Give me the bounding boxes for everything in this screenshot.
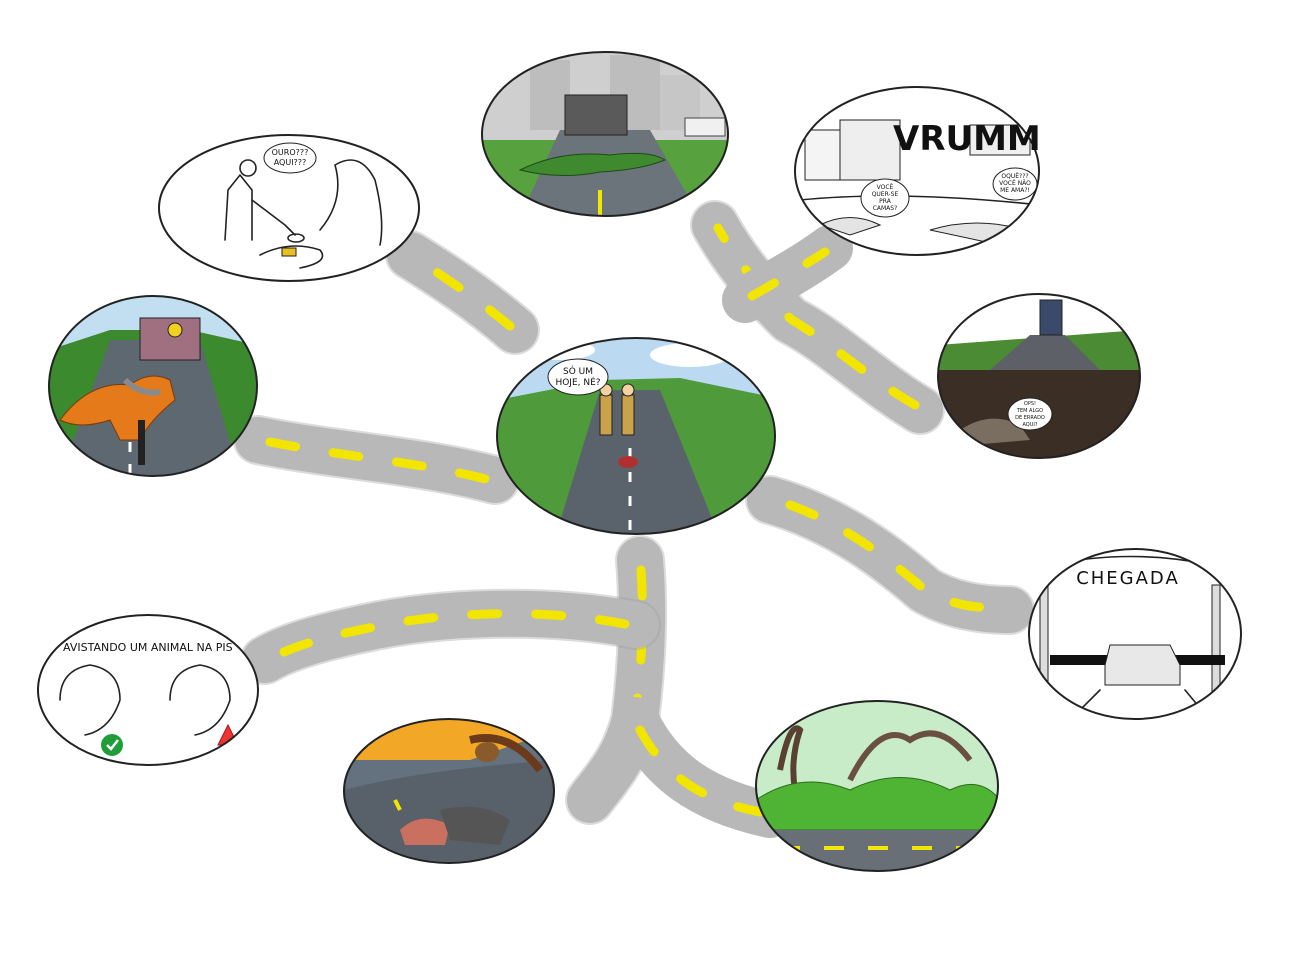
panel-sighting-frame bbox=[37, 614, 259, 766]
roads bbox=[233, 200, 1035, 838]
svg-text:AQUI?: AQUI? bbox=[1022, 422, 1037, 428]
arrival-sign-text: CHEGADA bbox=[1076, 568, 1180, 589]
panel-anteater-tunnel-frame bbox=[937, 293, 1141, 459]
svg-text:OQUÊ???: OQUÊ??? bbox=[1001, 172, 1028, 180]
svg-text:OPS!: OPS! bbox=[1024, 401, 1036, 407]
svg-text:PRA: PRA bbox=[879, 198, 892, 205]
gold-speech-bubble: OURO??? AQUI??? bbox=[263, 142, 317, 174]
panel-vrumm-frame bbox=[794, 86, 1040, 256]
center-speech-bubble: SÓ UM HOJE, NÉ? bbox=[547, 358, 609, 396]
panel-crocodile bbox=[482, 52, 728, 216]
panel-vrumm bbox=[795, 87, 1039, 255]
panel-bushes bbox=[756, 701, 998, 871]
panel-sighting bbox=[38, 615, 258, 765]
anteater-speech-bubble: OPS! TEM ALGO DE ERRADO AQUI? bbox=[1007, 397, 1053, 431]
vrumm-sound-effect: VRUMM bbox=[893, 119, 1041, 159]
svg-text:QUER-SE: QUER-SE bbox=[872, 191, 899, 198]
vrumm-speech-right: OQUÊ??? VOCÊ NÃO ME AMA?! bbox=[992, 167, 1038, 201]
gold-speech-line-1: OURO??? bbox=[272, 148, 309, 157]
panel-bushes-frame bbox=[755, 700, 999, 872]
panel-maned-wolf-frame bbox=[48, 295, 258, 477]
panel-crocodile-frame bbox=[481, 51, 729, 217]
center-speech-line-2: HOJE, NÉ? bbox=[555, 376, 600, 388]
vrumm-speech-left: VOCÊ QUER-SE PRA CAMAS? bbox=[860, 178, 910, 218]
panel-gold-frame bbox=[158, 134, 420, 282]
svg-text:VOCÊ: VOCÊ bbox=[877, 183, 894, 191]
svg-text:TEM ALGO: TEM ALGO bbox=[1016, 408, 1043, 414]
panel-fauna-crossing-frame bbox=[343, 718, 555, 864]
sighting-caption: AVISTANDO UM ANIMAL NA PIS bbox=[63, 641, 233, 654]
panel-maned-wolf bbox=[49, 296, 257, 476]
svg-text:DE ERRADO: DE ERRADO bbox=[1015, 415, 1045, 421]
panel-anteater-tunnel bbox=[938, 294, 1140, 458]
svg-text:CAMAS?: CAMAS? bbox=[873, 205, 898, 212]
svg-text:ME AMA?!: ME AMA?! bbox=[1000, 187, 1030, 194]
panel-center-frame bbox=[496, 337, 776, 535]
panel-arrival-frame bbox=[1028, 548, 1242, 720]
panel-fauna-crossing bbox=[344, 719, 554, 863]
center-speech-line-1: SÓ UM bbox=[563, 365, 593, 377]
panel-center bbox=[497, 338, 775, 534]
svg-text:VOCÊ NÃO: VOCÊ NÃO bbox=[999, 179, 1031, 187]
gold-speech-line-2: AQUI??? bbox=[274, 158, 307, 167]
